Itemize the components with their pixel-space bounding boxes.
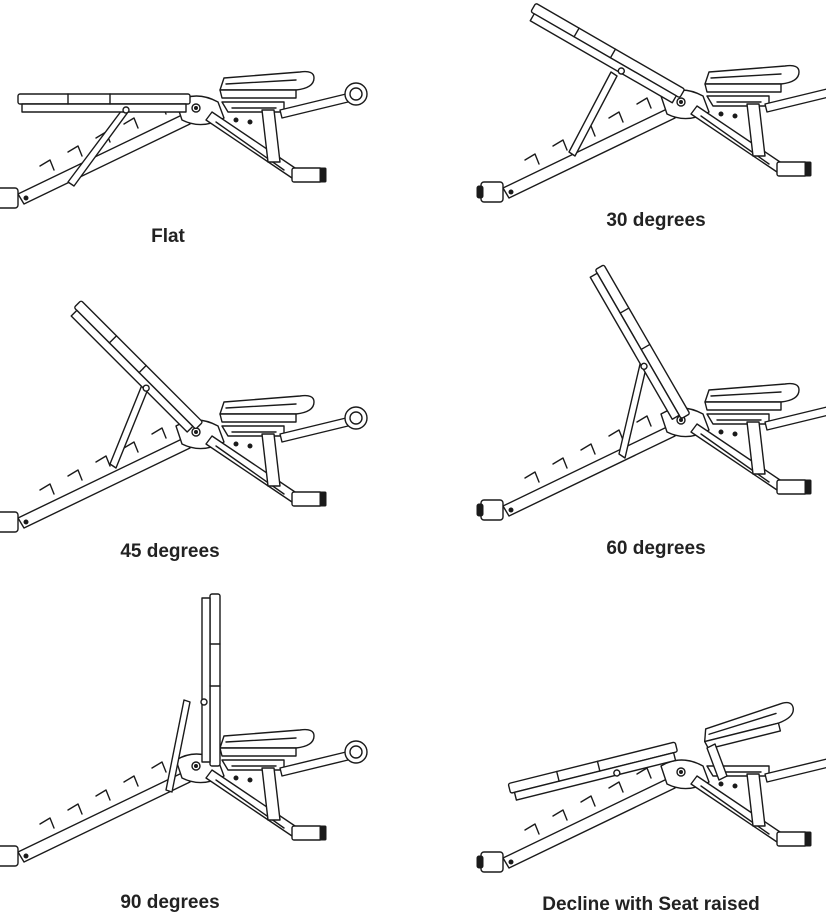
caption-30-degrees: 30 degrees bbox=[606, 210, 706, 231]
caption-90-degrees: 90 degrees bbox=[120, 892, 220, 913]
caption-45-degrees: 45 degrees bbox=[120, 541, 220, 562]
bench-illustration-90-degrees bbox=[0, 593, 368, 867]
panel-60-degrees: 60 degrees bbox=[413, 260, 826, 570]
panel-decline-seat-raised: Decline with Seat raised bbox=[413, 570, 826, 918]
bench-illustration-decline bbox=[476, 700, 826, 873]
bench-illustration-45-degrees bbox=[0, 299, 368, 533]
caption-decline-seat-raised: Decline with Seat raised bbox=[542, 894, 760, 915]
caption-60-degrees: 60 degrees bbox=[606, 538, 706, 559]
panel-45-degrees: 45 degrees bbox=[0, 260, 413, 570]
caption-flat: Flat bbox=[151, 226, 185, 247]
bench-illustration-flat bbox=[0, 70, 368, 209]
panel-90-degrees: 90 degrees bbox=[0, 570, 413, 918]
bench-illustration-60-degrees bbox=[476, 264, 826, 521]
bench-illustration-30-degrees bbox=[476, 2, 826, 203]
panel-30-degrees: 30 degrees bbox=[413, 0, 826, 260]
panel-flat: Flat bbox=[0, 0, 413, 260]
